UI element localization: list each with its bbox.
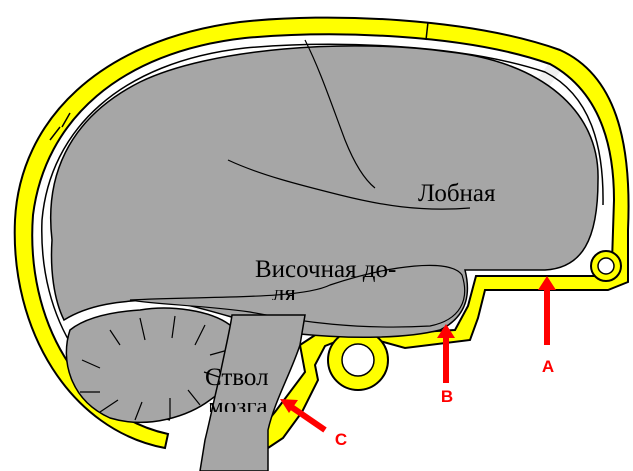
arrow-b-label: B bbox=[441, 387, 453, 406]
arrow-a-label: A bbox=[542, 357, 554, 376]
cerebrum bbox=[51, 40, 598, 337]
label-temporal-line1: Височная до- bbox=[255, 256, 396, 283]
arrow-c-label: C bbox=[335, 430, 347, 449]
label-frontal: Лобная bbox=[418, 180, 496, 207]
arrow-b: B bbox=[437, 324, 455, 406]
label-brainstem-line1: Ствол bbox=[205, 364, 269, 391]
